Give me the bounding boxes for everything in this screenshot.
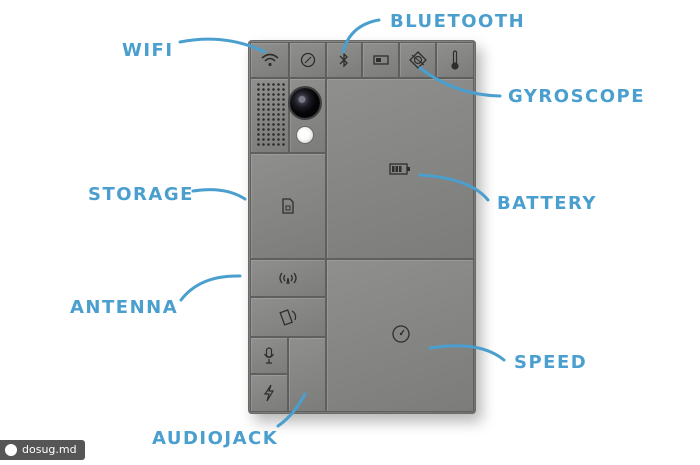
gyroscope-module (399, 42, 436, 78)
rotate-device-icon (279, 309, 297, 326)
storage-module (250, 153, 326, 259)
speedometer-icon (392, 325, 410, 343)
antenna-callout-line (179, 274, 242, 302)
lightning-bolt-icon (263, 384, 275, 402)
gyroscope-icon (408, 51, 427, 69)
sd-card-icon (282, 198, 294, 214)
sim-card-icon (372, 55, 389, 65)
watermark: dosug.md (0, 440, 85, 460)
audiojack-callout-line (276, 392, 307, 428)
thermometer-icon (451, 50, 459, 70)
wifi-label: WIFI (122, 40, 174, 61)
compass-module (289, 42, 326, 78)
speaker-grille (256, 82, 286, 148)
wifi-icon (260, 53, 279, 67)
antenna-module (250, 259, 326, 297)
wifi-callout-line (178, 37, 267, 54)
camera-lens (290, 88, 320, 118)
antenna-label: ANTENNA (70, 297, 179, 318)
camera-flash (297, 127, 313, 143)
storage-callout-line (191, 188, 247, 201)
storage-label: STORAGE (88, 184, 194, 205)
microphone-icon (263, 346, 275, 364)
microphone-module (250, 337, 288, 374)
thermometer-module (436, 42, 474, 78)
audiojack-module (288, 337, 326, 412)
speed-module (326, 259, 474, 412)
battery-module (326, 78, 474, 259)
bluetooth-label: BLUETOOTH (390, 11, 526, 32)
bluetooth-callout-line (341, 18, 381, 54)
watermark-logo-icon (5, 444, 17, 456)
gyroscope-callout-line (418, 66, 502, 98)
watermark-text: dosug.md (22, 443, 77, 456)
speed-callout-line (428, 344, 506, 362)
bluetooth-icon (339, 52, 348, 68)
power-module (250, 374, 288, 412)
compass-icon (300, 52, 315, 68)
gyroscope-label: GYROSCOPE (508, 86, 646, 107)
battery-label: BATTERY (497, 193, 597, 214)
battery-callout-line (418, 173, 490, 202)
battery-icon (389, 163, 410, 175)
sensor-module (250, 297, 326, 337)
sim-module (362, 42, 399, 78)
antenna-icon (279, 272, 297, 285)
speed-label: SPEED (514, 352, 588, 373)
audiojack-label: AUDIOJACK (152, 428, 279, 449)
